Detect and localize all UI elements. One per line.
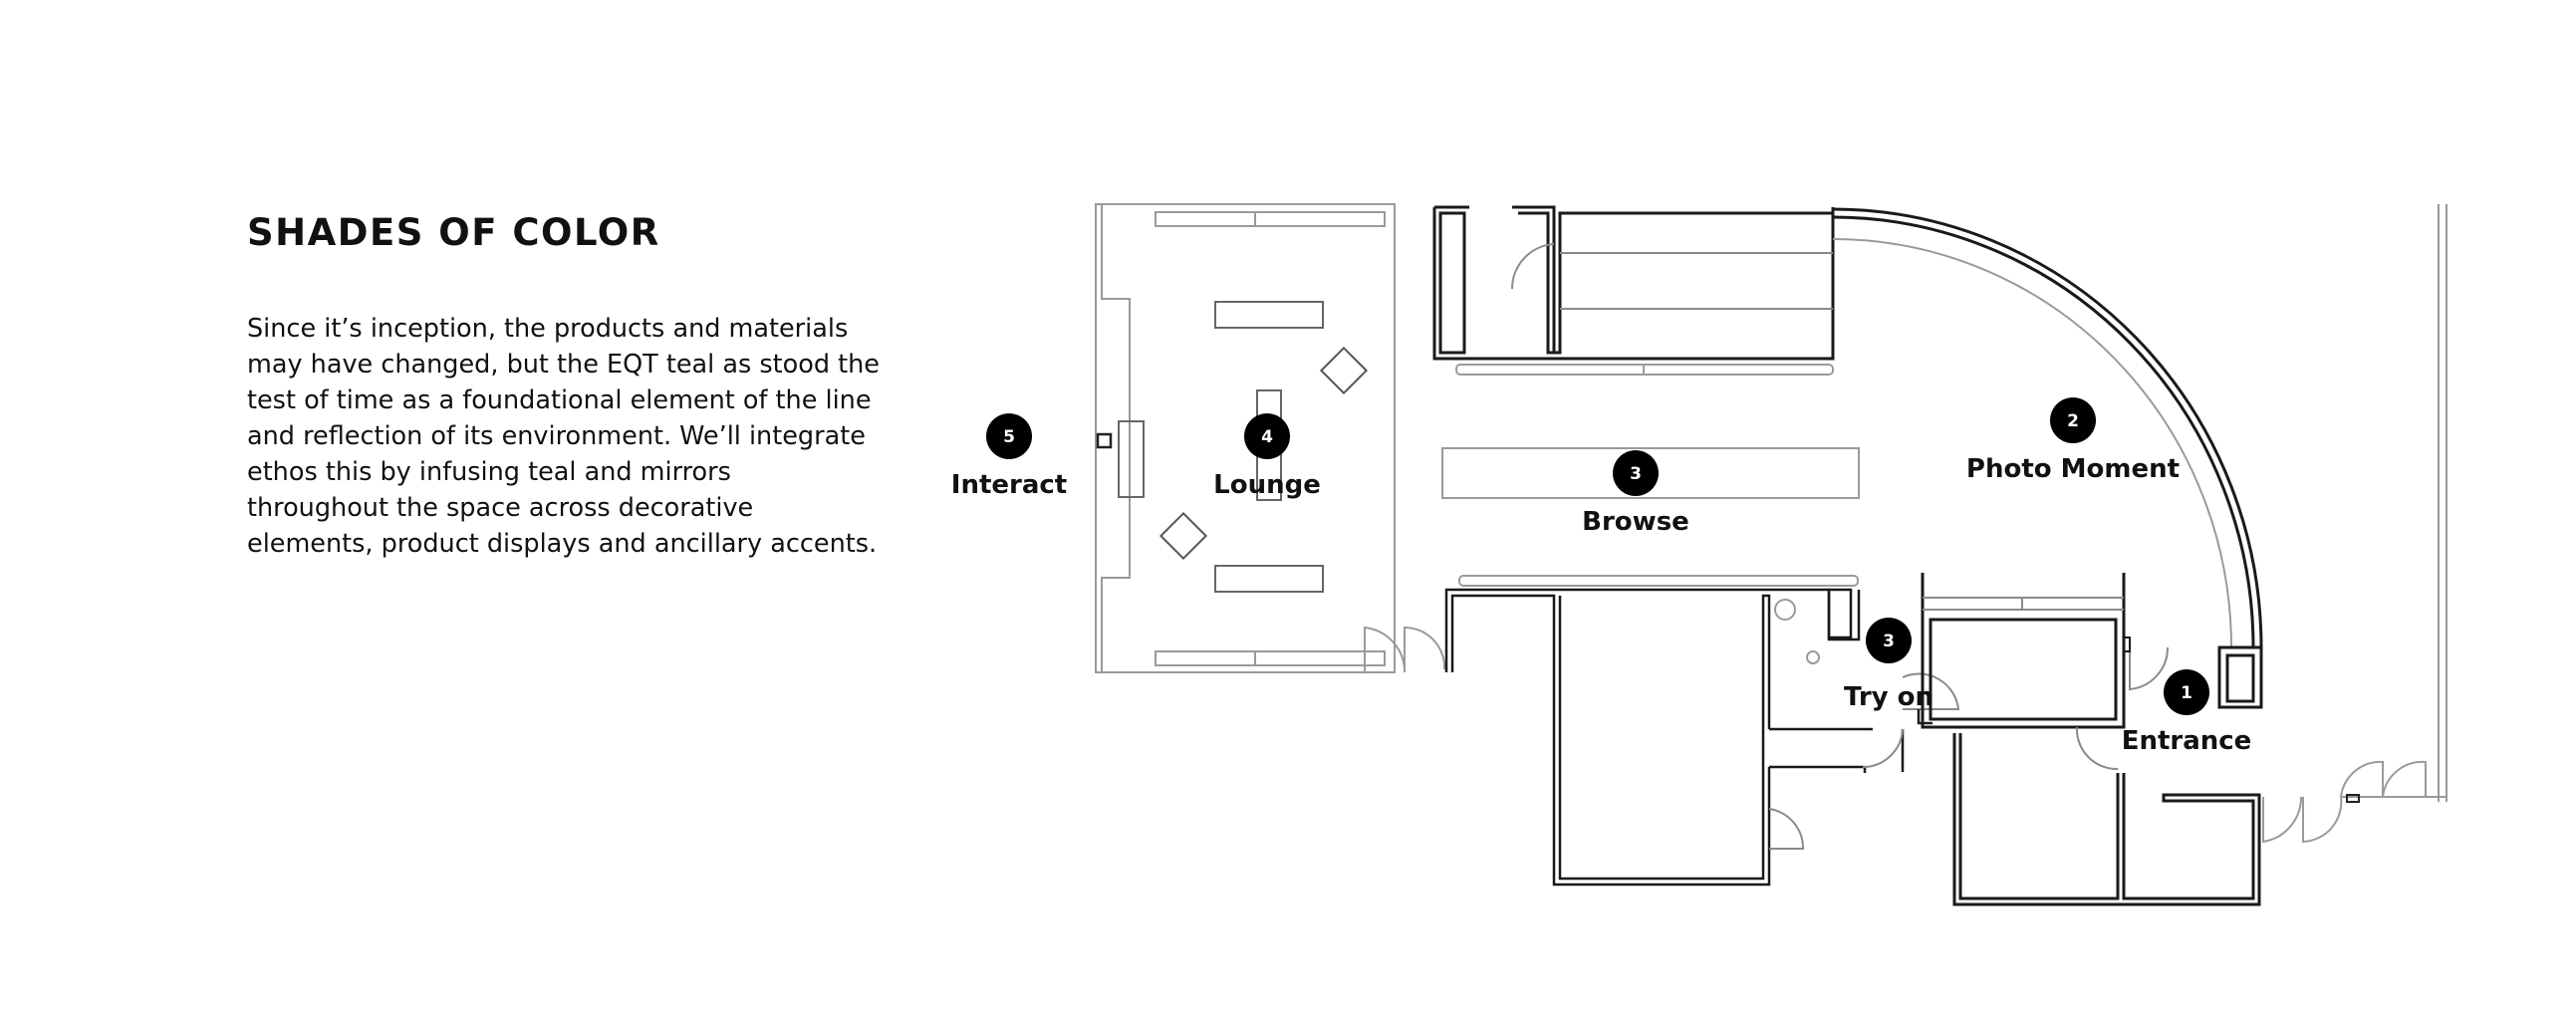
zone-label: Browse	[1582, 507, 1689, 537]
description-line: ethos this by infusing teal and mirrors	[247, 457, 731, 487]
fitting-rooms	[1921, 573, 2261, 906]
zone-label: Photo Moment	[1966, 454, 2180, 484]
zone-label: Try on	[1844, 682, 1933, 712]
zone-marker-entrance: 1 Entrance	[2122, 669, 2252, 756]
zone-number: 4	[1261, 427, 1273, 447]
zone-marker-lounge: 4 Lounge	[1213, 413, 1321, 500]
zone-label: Entrance	[2122, 726, 2252, 756]
zone-number: 1	[2181, 683, 2192, 703]
description-line: Since it’s inception, the products and m…	[247, 314, 849, 344]
curved-facade-wall	[1832, 207, 2263, 709]
description-paragraph: Since it’s inception, the products and m…	[247, 311, 880, 562]
storefront-glazing	[2262, 204, 2447, 844]
description-line: test of time as a foundational element o…	[247, 385, 872, 415]
stock-room-block	[1444, 575, 1960, 887]
top-storage-block	[1432, 205, 1835, 376]
lounge-room	[1095, 203, 1446, 673]
description-line: and reflection of its environment. We’ll…	[247, 421, 866, 451]
zone-marker-try-on: 3 Try on	[1844, 618, 1933, 712]
zone-number: 3	[1883, 632, 1895, 651]
zone-number: 2	[2067, 411, 2079, 431]
page-title: SHADES OF COLOR	[247, 211, 660, 254]
description-line: may have changed, but the EQT teal as st…	[247, 350, 880, 380]
zone-label: Lounge	[1213, 470, 1321, 500]
zone-number: 3	[1630, 464, 1642, 484]
zone-label: Interact	[951, 470, 1067, 500]
zone-marker-interact: 5 Interact	[951, 413, 1067, 500]
zone-marker-browse: 3 Browse	[1582, 450, 1689, 537]
description-line: elements, product displays and ancillary…	[247, 529, 878, 559]
description-line: throughout the space across decorative	[247, 493, 754, 523]
zone-marker-photo-moment: 2 Photo Moment	[1966, 397, 2180, 484]
browse-table	[1441, 447, 1860, 499]
zone-number: 5	[1003, 427, 1015, 447]
